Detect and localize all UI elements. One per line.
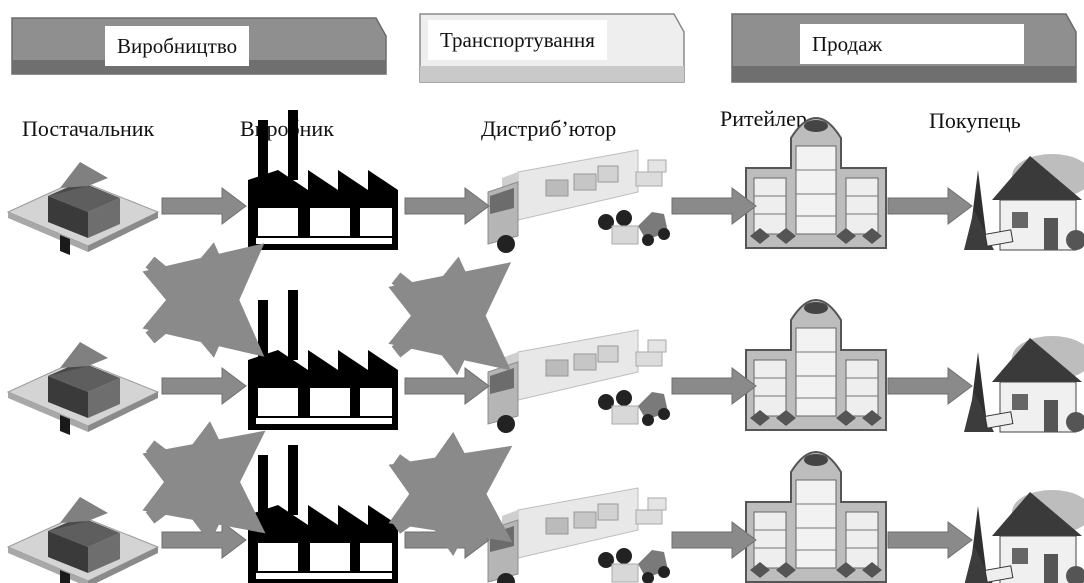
arrow-right-icon (404, 521, 490, 559)
arrow-right-icon (404, 367, 490, 405)
column-label-buyer: Покупець (929, 108, 1021, 133)
arrow-right-icon (671, 187, 757, 225)
diagonal-arrow-icon (388, 262, 512, 376)
store-icon (745, 299, 887, 431)
factory-icon (248, 110, 398, 250)
truck-forklift-icon (487, 149, 671, 254)
house-icon (963, 489, 1084, 583)
warehouse-icon (7, 341, 159, 436)
factory-icon (248, 290, 398, 430)
arrow-right-icon (161, 187, 247, 225)
arrow-right-icon (671, 521, 757, 559)
phase-label-production: Виробництво (105, 26, 250, 66)
phase-banner-transport: Транспортування (416, 10, 688, 86)
diagonal-arrow-icon (388, 431, 513, 543)
arrow-right-icon (887, 367, 973, 405)
warehouse-icon (7, 496, 159, 583)
phase-banner-production: Виробництво (8, 14, 388, 78)
diagonal-arrow-icon (142, 421, 266, 534)
store-icon (745, 451, 887, 583)
factory-icon (248, 445, 398, 583)
column-label-supplier: Постачальник (22, 116, 155, 141)
store-icon (745, 117, 887, 249)
phase-banner-sales: Продаж (728, 10, 1080, 86)
cross-arrows (142, 242, 513, 557)
arrow-right-icon (671, 367, 757, 405)
arrow-right-icon (887, 187, 973, 225)
truck-forklift-icon (487, 487, 671, 583)
arrow-right-icon (161, 367, 247, 405)
arrow-right-icon (404, 187, 490, 225)
column-label-retailer: Ритейлер (720, 106, 807, 131)
diagonal-arrow-icon (142, 430, 266, 543)
house-icon (963, 153, 1084, 251)
arrow-right-icon (887, 521, 973, 559)
diagonal-arrow-icon (388, 445, 513, 557)
warehouse-icon (7, 161, 159, 256)
arrow-right-icon (161, 521, 247, 559)
column-label-distributor: Дистриб’ютор (481, 116, 617, 141)
phase-label-sales: Продаж (800, 24, 1024, 64)
house-icon (963, 335, 1084, 433)
column-label-manufacturer: Виробник (240, 116, 334, 141)
truck-forklift-icon (487, 329, 671, 434)
diagonal-arrow-icon (142, 243, 265, 358)
phase-label-transport: Транспортування (428, 20, 607, 60)
